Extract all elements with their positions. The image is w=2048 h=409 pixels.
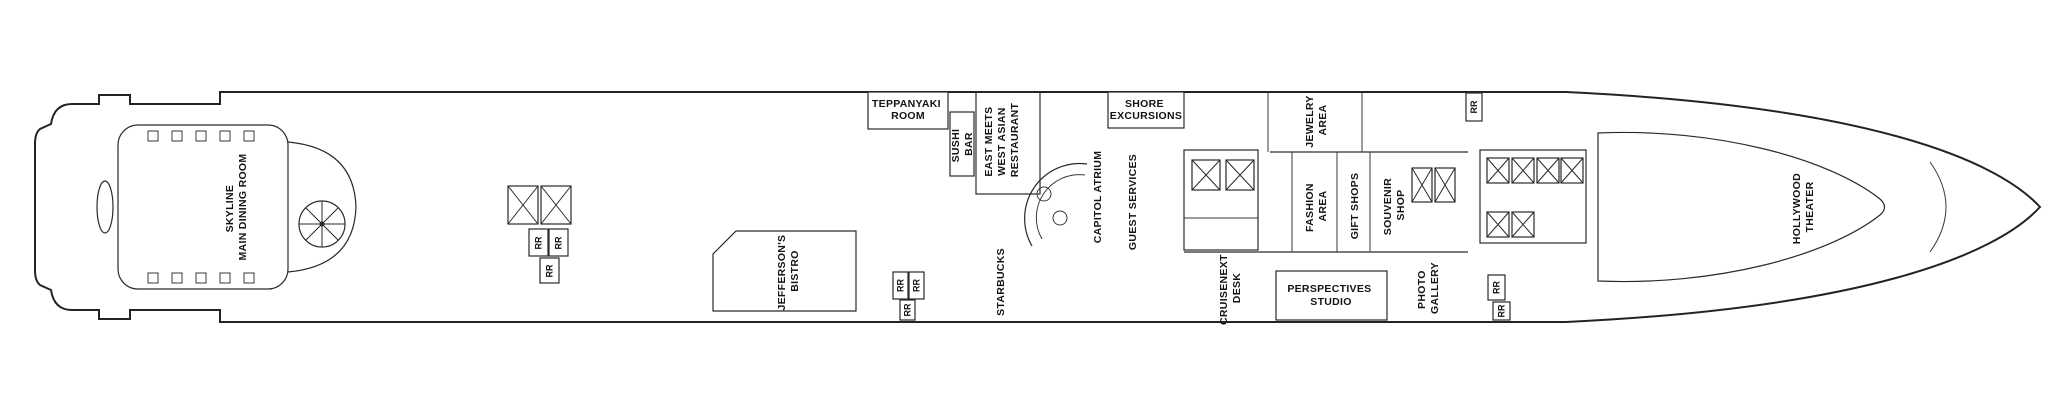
label-cruisenext-desk: CRUISENEXT DESK: [1218, 251, 1243, 325]
label-capitol-atrium: CAPITOL ATRIUM: [1092, 151, 1104, 243]
restaurant-outline: [975, 91, 1041, 195]
label-fashion-area: FASHION AREA: [1304, 180, 1329, 232]
elevator-icon: [1486, 157, 1510, 184]
dining-tables: [147, 130, 255, 284]
sushi-bar-outline: [949, 111, 975, 177]
bow-bulkhead-arc: [1929, 161, 1947, 253]
spiral-staircase-icon: [298, 200, 346, 248]
dining-table: [243, 272, 255, 284]
label-sushi-bar: SUSHI BAR: [950, 126, 975, 163]
label-gift-shops: GIFT SHOPS: [1349, 173, 1361, 240]
dining-table: [219, 130, 231, 142]
label-jewelry-area: JEWELRY AREA: [1304, 92, 1329, 148]
label-east-meets-west-asian-restaurant: EAST MEETS WEST ASIAN RESTAURANT: [983, 102, 1021, 177]
stairs-icon: [507, 185, 539, 225]
restroom-box: [528, 228, 549, 257]
dining-table: [195, 130, 207, 142]
restroom-box: [1487, 274, 1506, 301]
teppanyaki-room-box: [867, 91, 949, 130]
restroom-box: [548, 228, 569, 257]
midship-stair-block: [1183, 149, 1259, 251]
label-restroom: RR: [1469, 100, 1479, 113]
label-guest-services: GUEST SERVICES: [1127, 154, 1139, 250]
stairs-icon: [1191, 159, 1221, 191]
elevator-icon: [1486, 211, 1510, 238]
atrium-staircase-arc: [1024, 162, 1088, 247]
label-starbucks: STARBUCKS: [995, 248, 1007, 316]
label-restroom: RR: [554, 236, 564, 249]
label-teppanyaki-room: TEPPANYAKI ROOM: [872, 98, 944, 122]
label-restroom: RR: [903, 303, 913, 316]
label-restroom: RR: [896, 279, 906, 292]
dining-table: [171, 130, 183, 142]
stairs-icon: [1411, 167, 1433, 203]
stairs-icon: [540, 185, 572, 225]
dining-table: [219, 272, 231, 284]
hollywood-theater-outline: [1597, 131, 1886, 283]
label-hollywood-theater: HOLLYWOOD THEATER: [1791, 170, 1816, 244]
jeffersons-bistro-outline: [712, 230, 857, 312]
shore-excursions-box: [1107, 91, 1185, 129]
stairs-icon: [1225, 159, 1255, 191]
dining-table: [147, 272, 159, 284]
label-restroom: RR: [912, 279, 922, 292]
dining-table: [171, 272, 183, 284]
stairs-icon: [1434, 167, 1456, 203]
atrium-staircase-arc: [1035, 174, 1086, 240]
label-shore-excursions: SHORE EXCURSIONS: [1110, 98, 1182, 122]
label-skyline-main-dining-room: SKYLINE MAIN DINING ROOM: [224, 154, 249, 261]
stern-platform: [96, 180, 114, 234]
dining-table: [147, 130, 159, 142]
perspectives-studio-box: [1275, 270, 1388, 321]
atrium-table: [1052, 210, 1068, 226]
elevator-icon: [1511, 157, 1535, 184]
restroom-box: [892, 271, 909, 300]
restroom-box: [899, 299, 916, 321]
label-perspectives-studio: PERSPECTIVES STUDIO: [1287, 283, 1374, 308]
elevator-icon: [1511, 211, 1535, 238]
label-restroom: RR: [1492, 281, 1502, 294]
elevator-icon: [1536, 157, 1560, 184]
dining-table: [195, 272, 207, 284]
label-jeffersons-bistro: JEFFERSON'S BISTRO: [776, 231, 801, 310]
label-restroom: RR: [1497, 304, 1507, 317]
atrium-table: [1036, 186, 1052, 202]
restroom-box: [1465, 92, 1483, 122]
label-souvenir-shop: SOUVENIR SHOP: [1382, 175, 1407, 235]
dining-table: [243, 130, 255, 142]
label-restroom: RR: [534, 236, 544, 249]
elevator-lobby-block: [1479, 149, 1587, 244]
restroom-box: [908, 271, 925, 300]
dining-room-aft-wall: [287, 141, 357, 273]
restroom-box: [1492, 301, 1511, 321]
restroom-box: [539, 257, 560, 284]
label-photo-gallery: PHOTO GALLERY: [1416, 262, 1441, 314]
elevator-icon: [1560, 157, 1584, 184]
dining-room-outline: [117, 124, 289, 290]
label-restroom: RR: [545, 264, 555, 277]
